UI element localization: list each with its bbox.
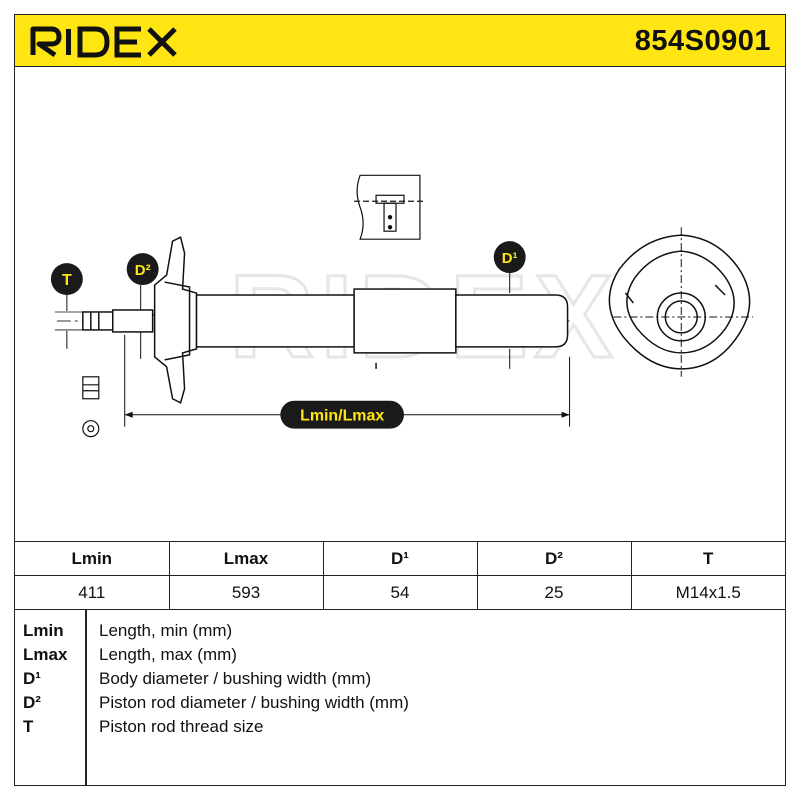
dimension-t: T: [50, 263, 83, 349]
dimension-d2: D²: [126, 253, 159, 359]
top-view: [608, 227, 754, 377]
badge-d2: [126, 253, 159, 286]
header-bar: 854S0901: [15, 15, 785, 67]
specs-header-row: Lmin Lmax D¹ D² T: [15, 541, 785, 576]
legend-desc: Piston rod diameter / bushing width (mm): [99, 693, 409, 712]
specs-value-d1: 54: [323, 575, 478, 610]
label-d2: D²: [135, 262, 151, 279]
badge-length: [280, 400, 404, 429]
specs-header-d2: D²: [477, 541, 632, 576]
badge-t: [50, 263, 83, 296]
dimension-length: Lmin/Lmax: [124, 334, 571, 429]
label-t: T: [62, 272, 72, 289]
legend-key: Lmax: [23, 645, 68, 664]
specs-value-lmin: 411: [15, 575, 170, 610]
technical-drawing: RIDEX T: [50, 174, 754, 438]
part-number: 854S0901: [634, 25, 771, 57]
specs-header-d1: D¹: [323, 541, 478, 576]
legend-desc: Body diameter / bushing width (mm): [99, 669, 372, 688]
detail-insert: [354, 174, 426, 240]
spec-sheet: 854S0901 RIDEX: [14, 14, 786, 786]
label-length: Lmin/Lmax: [300, 408, 384, 425]
legend: Lmin Length, min (mm) Lmax Length, max (…: [15, 609, 785, 785]
legend-key: D²: [23, 693, 41, 712]
specs-table: Lmin Lmax D¹ D² T 411 593 54 25 M14x1.5: [15, 541, 785, 610]
specs-value-t: M14x1.5: [631, 575, 785, 610]
dimension-d1: D¹: [493, 241, 526, 369]
legend-desc: Piston rod thread size: [99, 717, 264, 736]
nut-icon: [82, 376, 100, 438]
specs-value-row: 411 593 54 25 M14x1.5: [15, 575, 785, 610]
label-d1: D¹: [502, 250, 518, 267]
legend-key: T: [23, 717, 34, 736]
shock-body: [195, 288, 569, 369]
ridex-logo: [30, 26, 177, 58]
top-mount: [153, 236, 198, 404]
specs-header-t: T: [631, 541, 785, 576]
piston-rod: [82, 309, 157, 333]
specs-value-lmax: 593: [169, 575, 324, 610]
badge-d1: [493, 241, 526, 274]
specs-header-lmin: Lmin: [15, 541, 170, 576]
specs-value-d2: 25: [477, 575, 632, 610]
legend-divider: [85, 609, 87, 785]
legend-desc: Length, min (mm): [99, 621, 233, 640]
specs-header-lmax: Lmax: [169, 541, 324, 576]
legend-key: Lmin: [23, 621, 64, 640]
legend-key: D¹: [23, 669, 41, 688]
legend-desc: Length, max (mm): [99, 645, 237, 664]
